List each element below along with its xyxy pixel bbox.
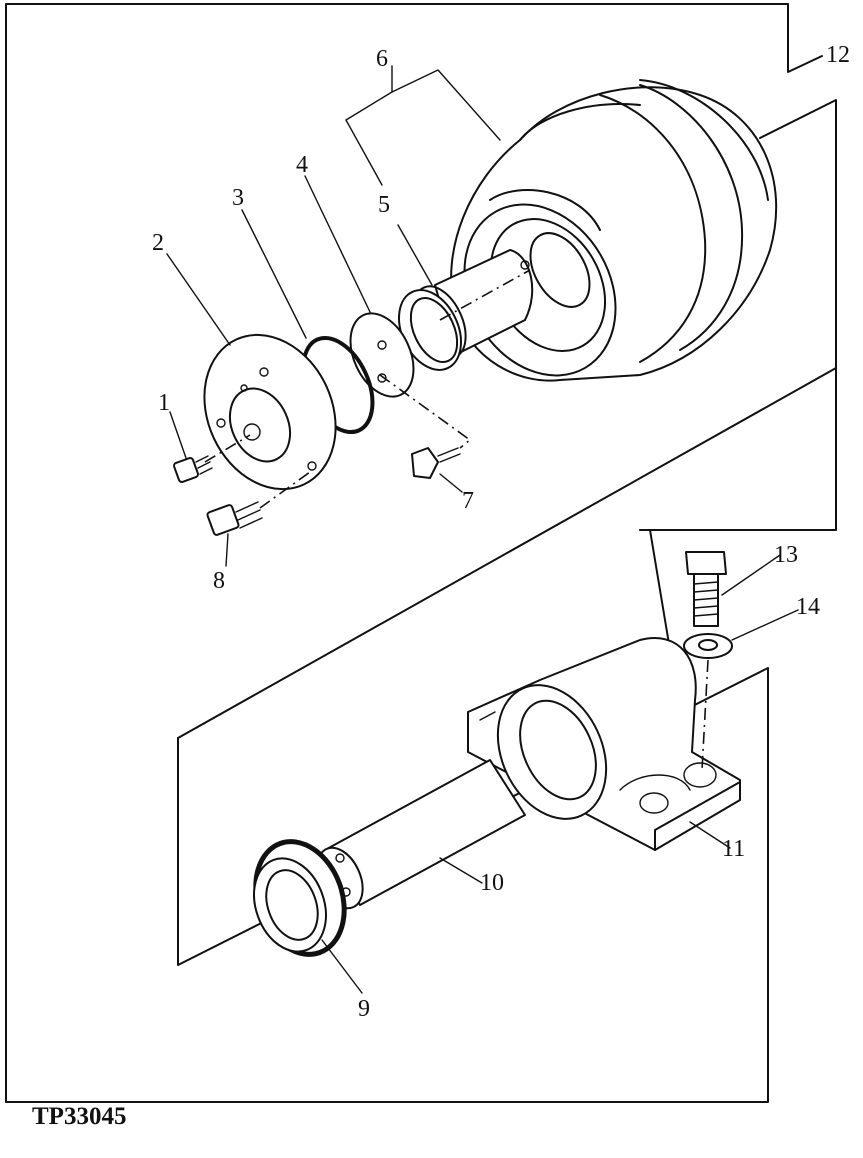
callout-1: 1 [158,390,170,416]
callout-10: 10 [480,870,504,896]
shaft-seal [253,839,347,957]
support-bracket [467,637,741,851]
callout-7: 7 [462,488,474,514]
callout-8: 8 [213,568,225,594]
washer [683,633,733,771]
callout-3: 3 [232,185,244,211]
callout-13: 13 [774,542,798,568]
leader-lines [166,65,799,994]
figure-id: TP33045 [32,1103,126,1130]
callout-5: 5 [378,192,390,218]
pipe-plug [379,374,472,479]
end-cap [203,333,337,491]
callout-6: 6 [376,46,388,72]
plug [173,434,251,483]
bracket-cap-screw [685,551,727,627]
callout-2: 2 [152,230,164,256]
cap-screw [206,471,311,536]
callout-11: 11 [722,836,745,862]
callout-14: 14 [796,594,820,620]
track-roller [450,79,778,382]
callout-12: 12 [826,42,850,68]
roller-assembly-enclosure [177,99,837,739]
callout-9: 9 [358,996,370,1022]
callout-4: 4 [296,152,308,178]
